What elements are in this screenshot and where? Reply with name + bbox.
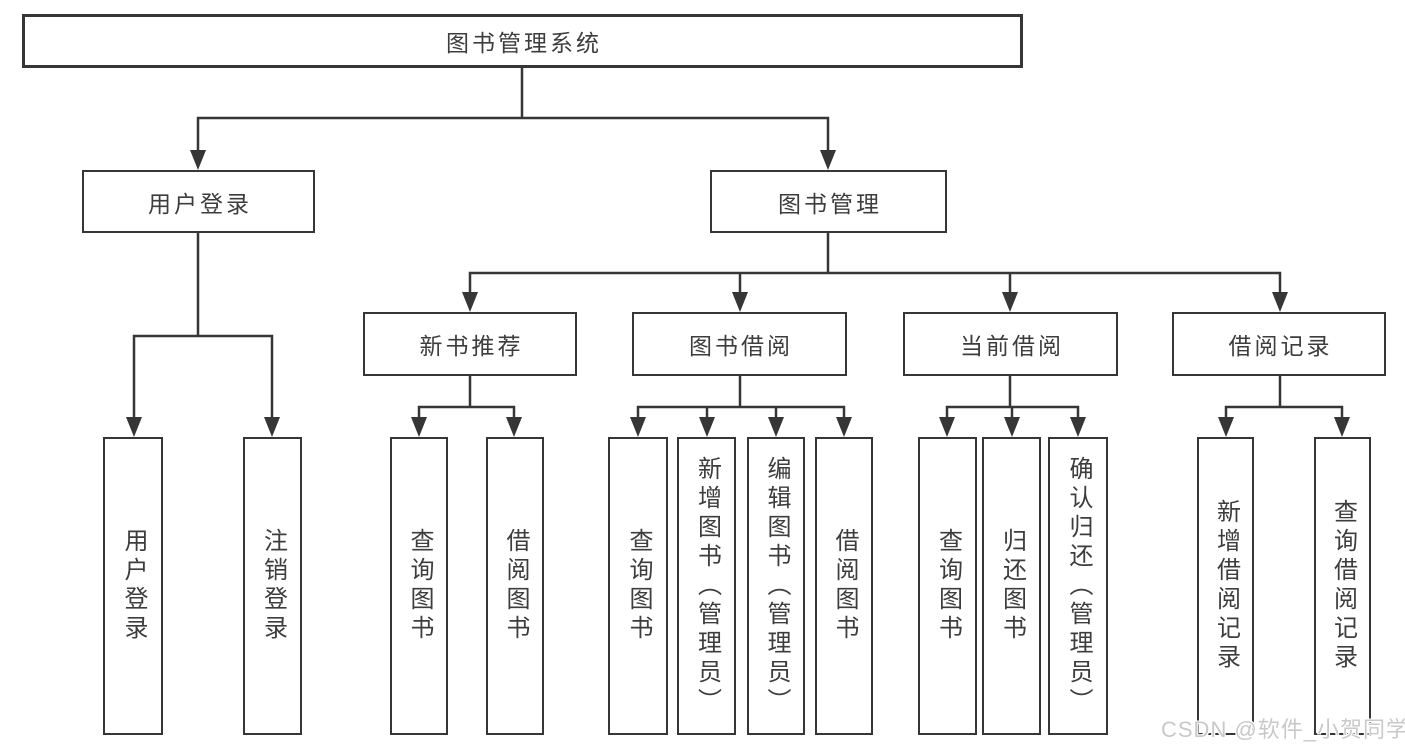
arrowhead <box>264 417 280 437</box>
arrowhead <box>462 292 478 312</box>
arrowhead <box>506 417 522 437</box>
leaf-user-login: 用户登录 <box>103 437 163 735</box>
leaf-query-books-recommend: 查询图书 <box>390 437 448 735</box>
connector-level2-rail <box>196 116 830 152</box>
leaf-add-borrow-record: 新增借阅记录 <box>1197 437 1254 735</box>
leaf-logout: 注销登录 <box>243 437 302 735</box>
connector-recommend-rail <box>417 405 516 419</box>
arrowhead <box>1004 417 1020 437</box>
node-user-login: 用户登录 <box>82 170 315 233</box>
node-book-borrow: 图书借阅 <box>632 312 847 376</box>
leaf-return-books: 归还图书 <box>982 437 1041 735</box>
leaf-confirm-return-admin: 确认归还（管理员） <box>1048 437 1108 735</box>
node-root-system: 图书管理系统 <box>22 14 1023 68</box>
arrowhead <box>190 150 206 170</box>
arrowhead <box>1070 417 1086 437</box>
arrowhead <box>820 150 836 170</box>
leaf-query-borrow-record: 查询借阅记录 <box>1314 437 1371 735</box>
leaf-query-books-current: 查询图书 <box>918 437 977 735</box>
leaf-borrow-books: 借阅图书 <box>815 437 873 735</box>
arrowhead <box>768 417 784 437</box>
connector-level3-rail <box>468 271 1282 294</box>
arrowhead <box>1272 292 1288 312</box>
arrowhead <box>1334 417 1350 437</box>
leaf-query-books-borrow: 查询图书 <box>608 437 668 735</box>
arrowhead <box>126 417 142 437</box>
node-new-book-recommend: 新书推荐 <box>363 312 577 376</box>
arrowhead <box>699 417 715 437</box>
arrowhead <box>732 292 748 312</box>
connector-user-rail <box>132 334 274 419</box>
arrowhead <box>1002 292 1018 312</box>
node-current-borrow: 当前借阅 <box>903 312 1118 376</box>
node-borrow-records: 借阅记录 <box>1172 312 1386 376</box>
node-book-management: 图书管理 <box>710 170 947 233</box>
connector-records-rail <box>1224 405 1344 419</box>
connector-borrow-rail <box>636 405 846 419</box>
arrowhead <box>939 417 955 437</box>
arrowhead <box>411 417 427 437</box>
leaf-edit-books-admin: 编辑图书（管理员） <box>747 437 805 735</box>
arrowhead <box>630 417 646 437</box>
arrowhead <box>1218 417 1234 437</box>
csdn-watermark: CSDN @软件_小贺同学 <box>1161 717 1405 742</box>
leaf-borrow-books-recommend: 借阅图书 <box>486 437 544 735</box>
leaf-add-books-admin: 新增图书（管理员） <box>677 437 736 735</box>
arrowhead <box>836 417 852 437</box>
